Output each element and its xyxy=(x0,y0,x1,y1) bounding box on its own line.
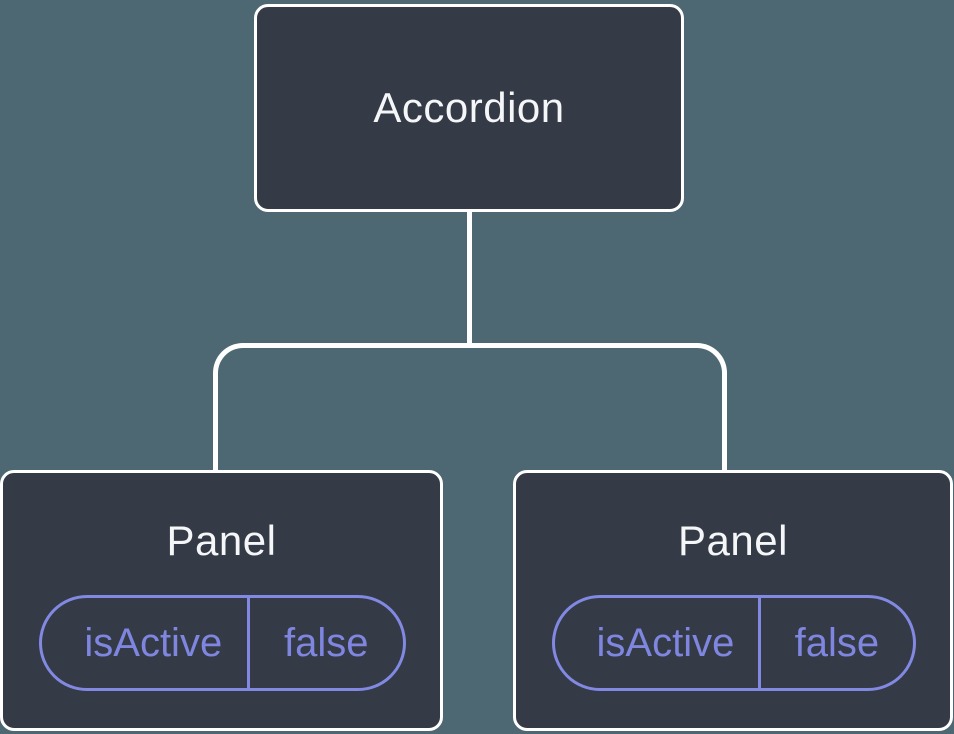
panel-left-label: Panel xyxy=(166,517,277,564)
state-key-label: isActive xyxy=(42,598,250,688)
panel-right-label: Panel xyxy=(678,517,788,564)
state-pill-left: isActive false xyxy=(39,595,406,691)
state-value-label: false xyxy=(794,620,880,665)
accordion-label: Accordion xyxy=(373,84,565,131)
connector-root-stem xyxy=(467,211,472,348)
node-panel-right: Panel isActive false xyxy=(513,470,953,731)
state-key-label: isActive xyxy=(555,598,761,688)
state-value-label: false xyxy=(284,620,369,665)
connector-branch-bracket xyxy=(213,343,727,470)
node-panel-left: Panel isActive false xyxy=(0,470,443,731)
state-pill-right: isActive false xyxy=(552,595,916,691)
node-accordion: Accordion xyxy=(254,4,684,212)
